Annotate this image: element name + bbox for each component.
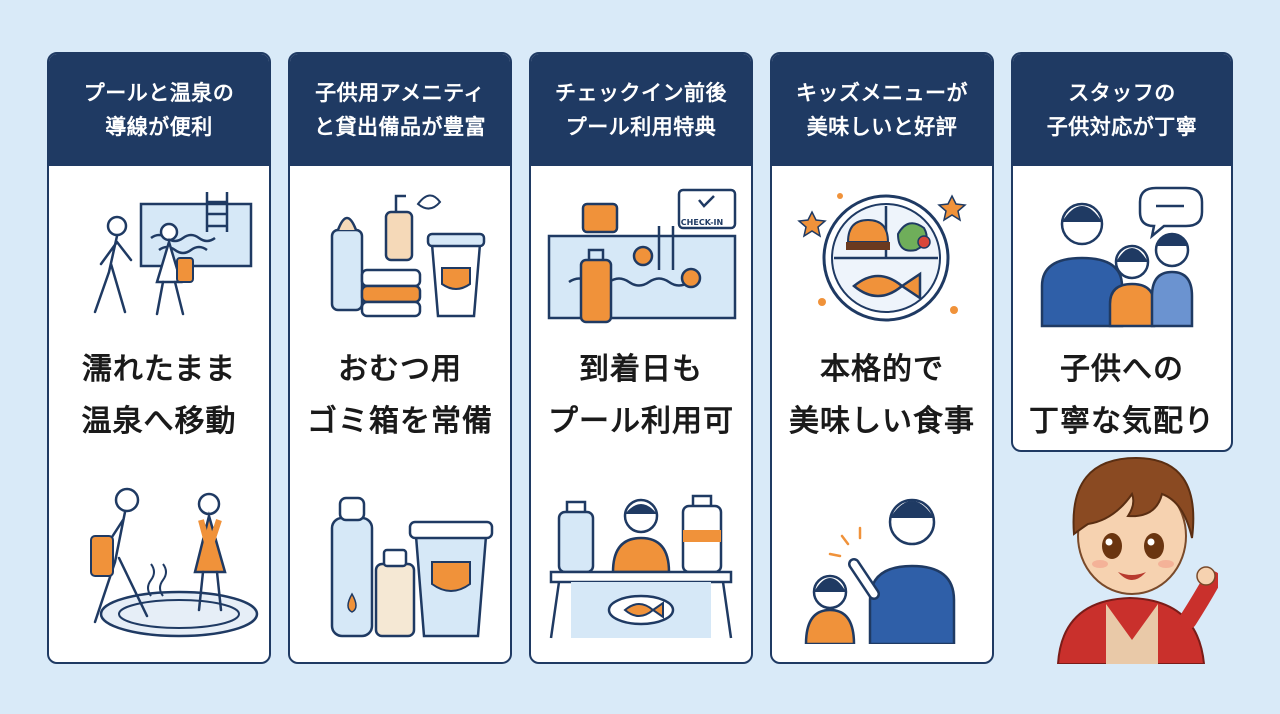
card-header-line: 子供対応が丁寧 bbox=[1046, 115, 1198, 139]
kids-plate-icon bbox=[772, 182, 992, 332]
card-header: プールと温泉の 導線が便利 bbox=[49, 54, 269, 166]
card-staff-care: スタッフの 子供対応が丁寧 子供への 丁寧な気配り bbox=[1011, 52, 1233, 452]
card-header: スタッフの 子供対応が丁寧 bbox=[1013, 54, 1231, 166]
card-body-line: 温泉へ移動 bbox=[81, 404, 237, 439]
card-pool-onsen: プールと温泉の 導線が便利 濡れたまま 温泉へ移動 bbox=[47, 52, 271, 664]
card-body-text: 本格的で 美味しい食事 bbox=[772, 344, 992, 448]
checkin-pool-icon: CHECK-IN bbox=[531, 186, 751, 336]
card-body-text: 到着日も プール利用可 bbox=[531, 344, 751, 448]
baby-amenities-icon bbox=[290, 184, 510, 329]
card-body-line: 丁寧な気配り bbox=[1029, 404, 1215, 439]
hot-spring-walker-icon bbox=[49, 484, 269, 644]
card-header-line: キッズメニューが bbox=[796, 81, 968, 105]
card-header-line: プールと温泉の bbox=[83, 81, 235, 105]
card-amenities: 子供用アメニティ と貸出備品が豊富 おむつ用 ゴミ箱を常備 bbox=[288, 52, 512, 664]
card-kids-menu: キッズメニューが 美味しいと好評 本格的で 美味しい食事 bbox=[770, 52, 994, 664]
front-desk-icon bbox=[531, 482, 751, 642]
checkin-badge-label: CHECK-IN bbox=[680, 218, 724, 227]
card-body-text: 濡れたまま 温泉へ移動 bbox=[49, 344, 269, 448]
card-header-line: 美味しいと好評 bbox=[806, 115, 958, 139]
card-header-line: チェックイン前後 bbox=[555, 81, 727, 105]
mascot-character-icon bbox=[1048, 444, 1221, 668]
card-body-line: 子供への bbox=[1060, 352, 1184, 387]
card-body-line: おむつ用 bbox=[338, 352, 462, 387]
pool-walkers-icon bbox=[49, 186, 269, 331]
card-header-line: スタッフの bbox=[1068, 81, 1176, 105]
card-body-line: 美味しい食事 bbox=[789, 404, 975, 439]
card-header: 子供用アメニティ と貸出備品が豊富 bbox=[290, 54, 510, 166]
card-header-line: 子供用アメニティ bbox=[315, 81, 485, 105]
card-body-line: プール利用可 bbox=[548, 404, 734, 439]
diaper-bin-icon bbox=[290, 484, 510, 644]
staff-with-child-icon bbox=[772, 474, 992, 644]
card-header: チェックイン前後 プール利用特典 bbox=[531, 54, 751, 166]
card-body-text: おむつ用 ゴミ箱を常備 bbox=[290, 344, 510, 448]
card-header-line: と貸出備品が豊富 bbox=[314, 115, 486, 139]
card-header-line: プール利用特典 bbox=[565, 115, 717, 139]
card-body-line: 本格的で bbox=[820, 352, 944, 387]
card-body-line: ゴミ箱を常備 bbox=[307, 404, 493, 439]
card-checkin-pool: チェックイン前後 プール利用特典 CHECK-IN 到着日も プール利用可 bbox=[529, 52, 753, 664]
card-body-line: 濡れたまま bbox=[81, 352, 237, 387]
card-body-line: 到着日も bbox=[579, 352, 703, 387]
card-header: キッズメニューが 美味しいと好評 bbox=[772, 54, 992, 166]
staff-family-icon bbox=[1013, 180, 1231, 330]
card-header-line: 導線が便利 bbox=[105, 115, 213, 139]
card-body-text: 子供への 丁寧な気配り bbox=[1013, 344, 1231, 448]
